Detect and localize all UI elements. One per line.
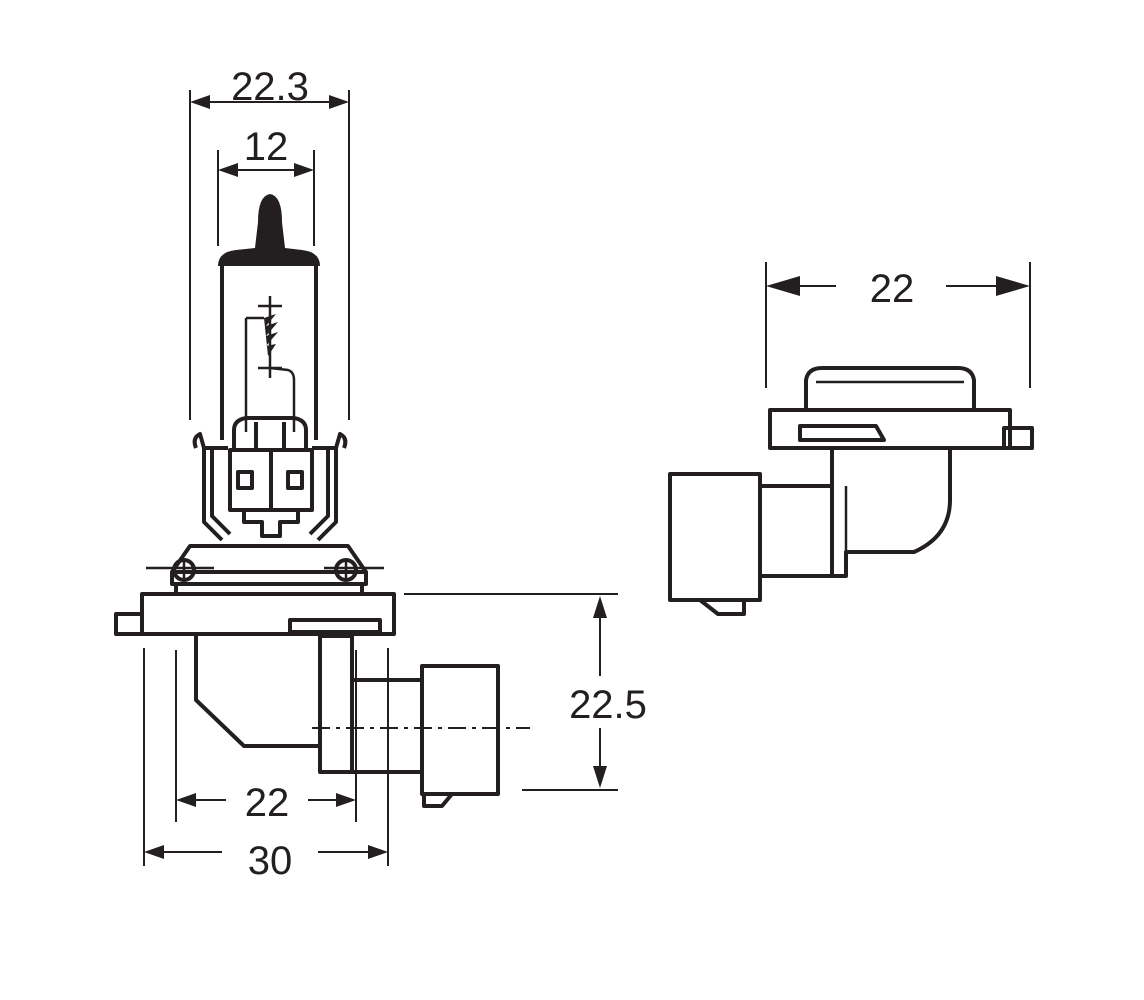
base-tab-left: [114, 612, 144, 636]
glass-envelope: [218, 194, 320, 440]
dim-label-base-outer: 30: [248, 839, 293, 883]
side-view: [668, 366, 1034, 616]
dim-base-outer: 30: [143, 648, 389, 883]
bulb-mount: [228, 416, 314, 538]
dim-height: 22.5: [404, 593, 647, 791]
base-plate: [114, 592, 396, 636]
dim-glass-width: 12: [217, 125, 315, 246]
clamp-arms: [192, 432, 348, 542]
dim-label-base-inner: 22: [245, 781, 290, 825]
filament: [244, 296, 296, 432]
side-tab-right: [1002, 426, 1034, 450]
contact-left: [236, 470, 254, 490]
front-dimensions: 22.3 12 22.5 22: [143, 65, 647, 883]
dim-label-side-width: 22: [870, 267, 915, 311]
front-view: [114, 194, 530, 808]
bulb-tip-coating: [218, 194, 320, 266]
dim-label-glass-width: 12: [244, 125, 289, 169]
dim-bulb-width: 22.3: [189, 65, 350, 420]
dim-label-bulb-width: 22.3: [231, 65, 309, 109]
flange: [146, 544, 384, 596]
dim-side-width: 22: [765, 262, 1031, 388]
dim-base-inner: 22: [175, 650, 357, 825]
dim-label-height: 22.5: [569, 683, 647, 727]
contact-right: [286, 470, 304, 490]
